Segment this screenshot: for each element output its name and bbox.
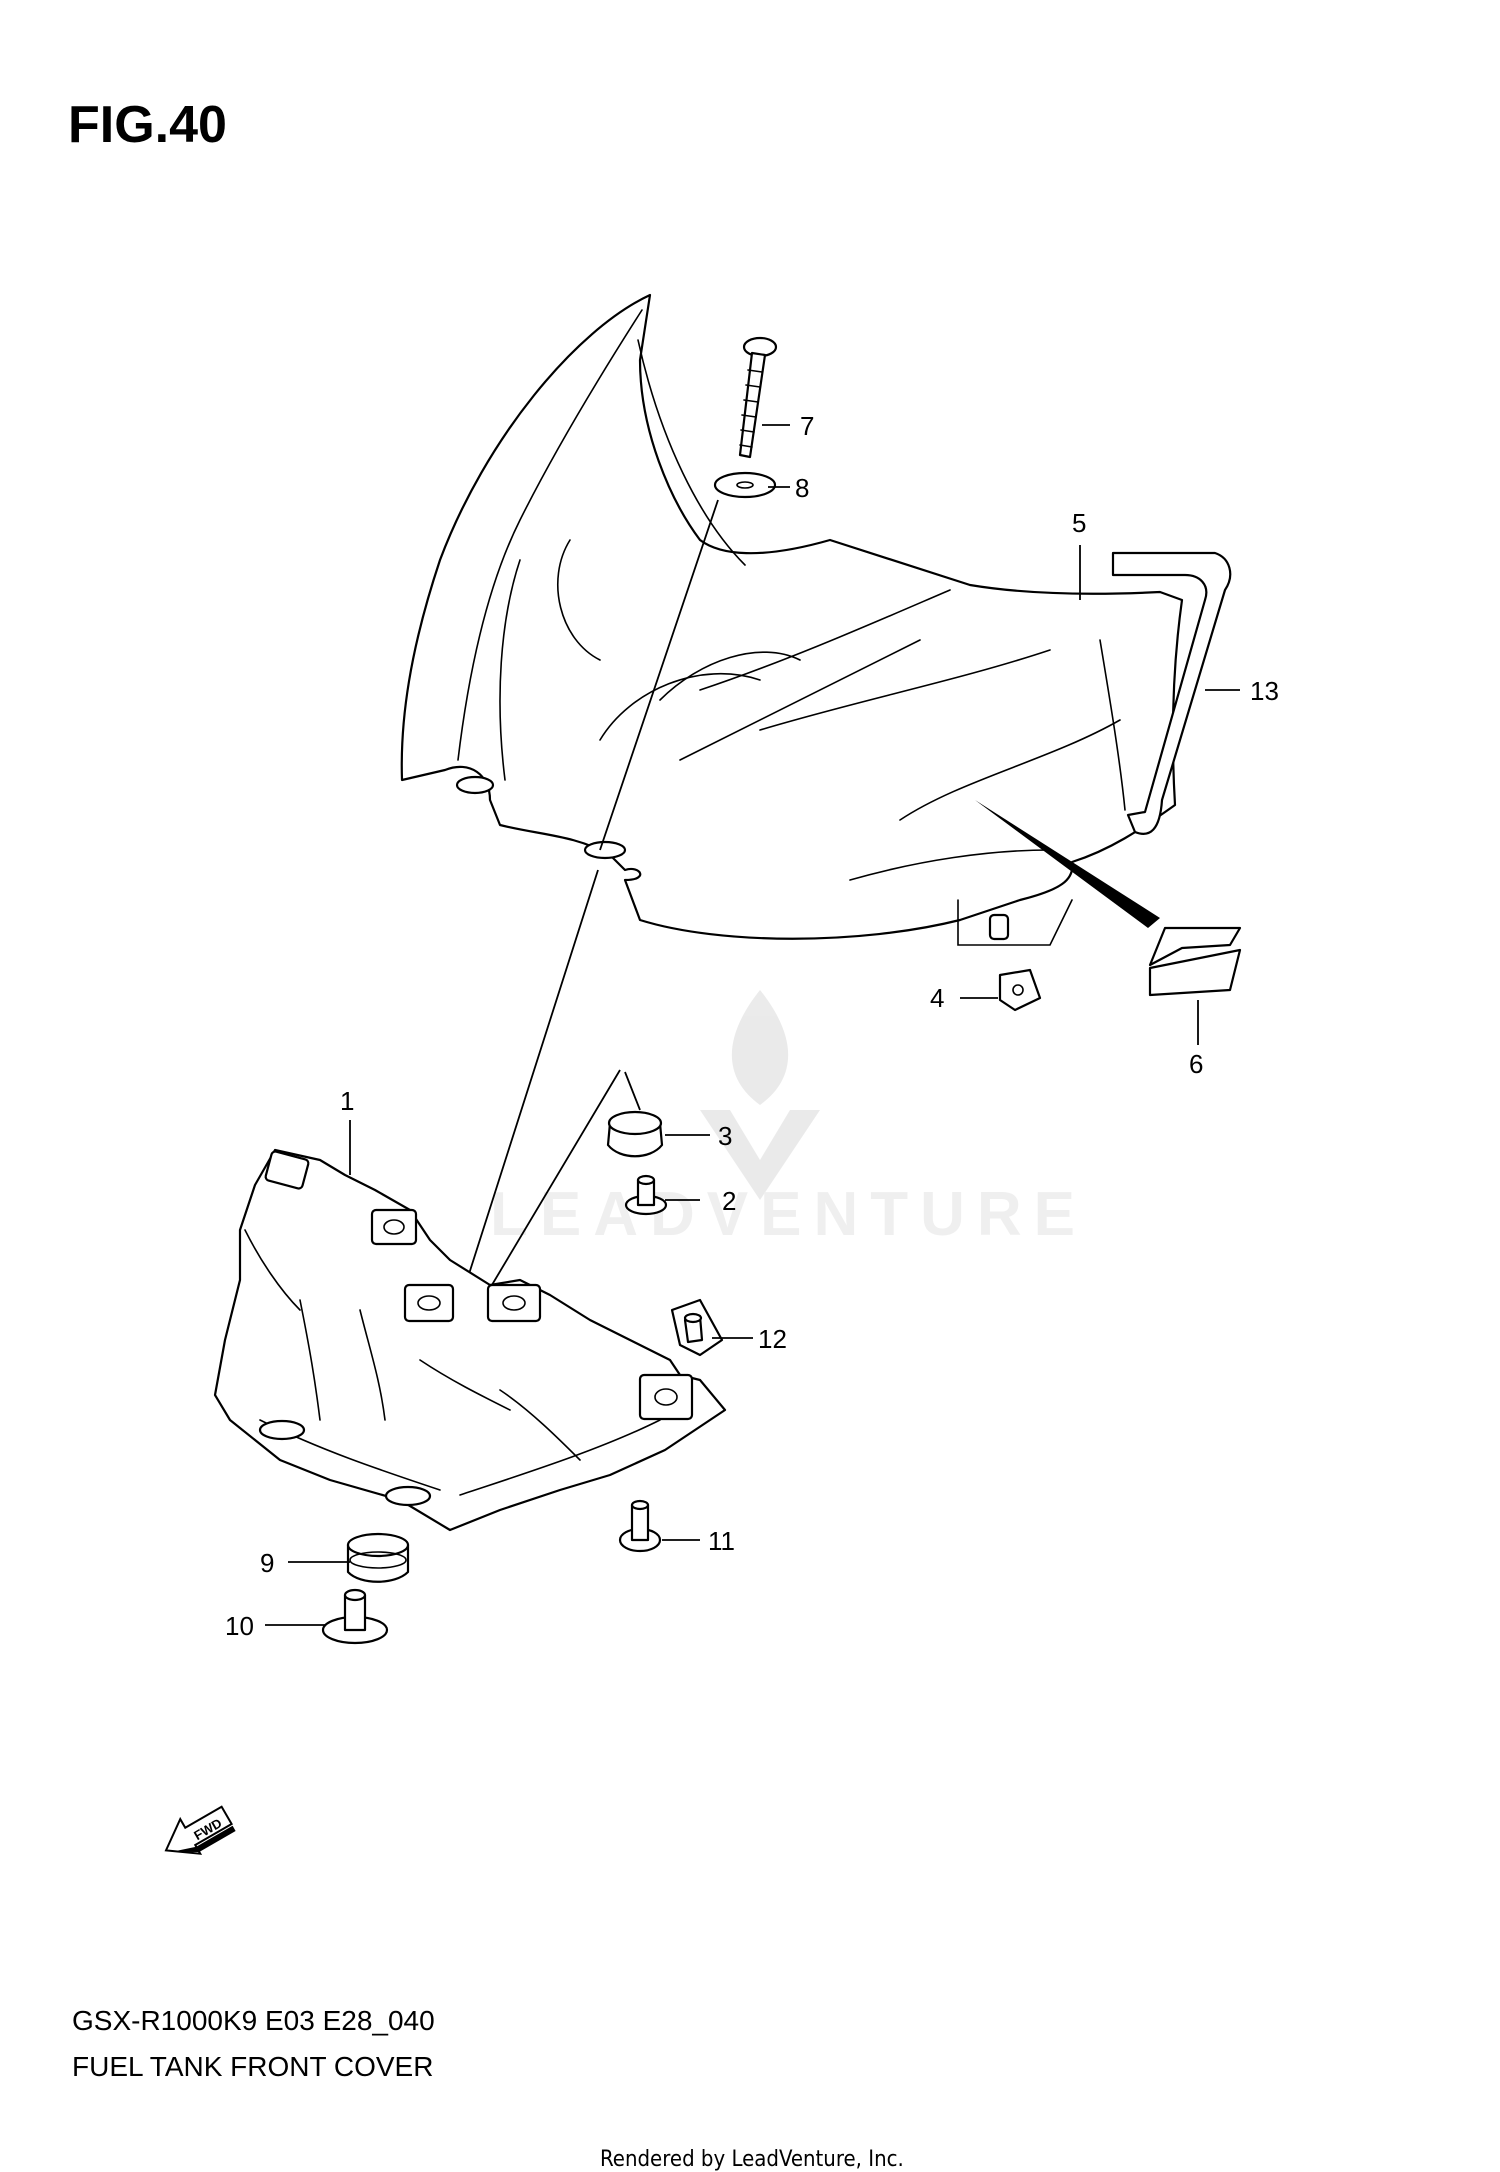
part-2-pin xyxy=(624,1174,668,1216)
callout-11: 11 xyxy=(708,1526,735,1556)
callout-13: 13 xyxy=(1250,676,1279,706)
model-code: GSX-R1000K9 E03 E28_040 xyxy=(72,2005,435,2036)
callout-8: 8 xyxy=(795,473,809,503)
part-1-bracket xyxy=(213,1148,727,1532)
callout-10: 10 xyxy=(225,1611,254,1641)
callout-7: 7 xyxy=(800,411,814,441)
callout-6: 6 xyxy=(1189,1049,1203,1079)
part-7-screw xyxy=(738,336,778,459)
diagram-name: FUEL TANK FRONT COVER xyxy=(72,2051,433,2082)
callout-12: 12 xyxy=(758,1324,787,1354)
part-8-washer xyxy=(713,471,777,499)
part-6-emblem xyxy=(1148,926,1242,997)
part-9-grommet xyxy=(346,1532,410,1583)
part-13-trim xyxy=(1111,551,1232,835)
part-5-front-cover xyxy=(400,293,1184,946)
callout-2: 2 xyxy=(722,1186,736,1216)
callout-4: 4 xyxy=(930,983,944,1013)
callout-leaders xyxy=(265,424,1240,1626)
fwd-arrow-icon: FWD xyxy=(164,1805,236,1855)
callout-1: 1 xyxy=(340,1086,354,1116)
callout-9: 9 xyxy=(260,1548,274,1578)
watermark-text: LEADVENTURE xyxy=(490,1180,1087,1249)
figure-title: FIG.40 xyxy=(68,96,227,154)
leadventure-logo-icon xyxy=(700,990,820,1200)
callout-5: 5 xyxy=(1072,508,1086,538)
watermark: LEADVENTURE xyxy=(490,990,1087,1249)
part-11-pin xyxy=(618,1499,662,1553)
assembly-line-b xyxy=(479,1069,641,1306)
part-3-grommet xyxy=(606,1110,664,1158)
emblem-pointer xyxy=(975,800,1160,928)
part-4-clip-nut xyxy=(998,968,1042,1012)
rendered-by-footer: Rendered by LeadVenture, Inc. xyxy=(600,2147,904,2172)
part-12-nut-plate xyxy=(670,1298,724,1357)
part-10-collar xyxy=(321,1588,389,1645)
callout-3: 3 xyxy=(718,1121,732,1151)
